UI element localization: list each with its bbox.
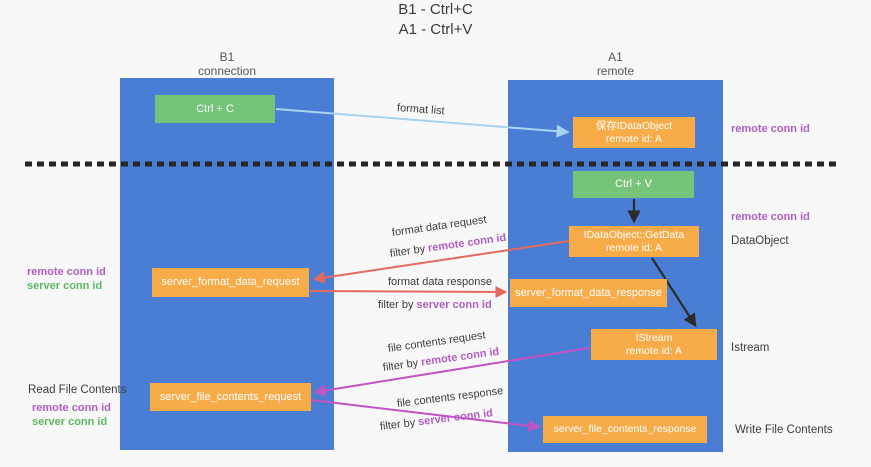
label-left-bottom-remote-conn-id: remote conn id [32, 402, 111, 414]
label-left-mid-server-conn-id: server conn id [27, 280, 103, 292]
label-file-contents-response: file contents response [396, 385, 504, 410]
filter-by-text: filter by [379, 416, 416, 433]
label-dataobject: DataObject [731, 235, 789, 247]
server-conn-id-text: server conn id [416, 299, 492, 311]
node-server-format-data-response: server_format_data_response [510, 279, 667, 307]
title-line-2: A1 - Ctrl+V [398, 21, 473, 38]
node-save-idataobject: 保存IDataObject remote id: A [573, 117, 695, 148]
lane-a1-name: A1 [608, 50, 623, 64]
label-format-data-response: format data response [388, 276, 492, 288]
node-server-file-contents-response: server_file_contents_response [543, 416, 707, 443]
label-read-file-contents: Read File Contents [28, 384, 127, 396]
label-left-bottom-server-conn-id: server conn id [32, 416, 108, 428]
node-istream-line1: IStream [635, 331, 673, 344]
title-line-1: B1 - Ctrl+C [398, 1, 473, 18]
lane-a1-role: remote [596, 64, 635, 78]
node-ctrl-v-label: Ctrl + V [615, 178, 652, 190]
node-idataobject-getdata: IDataObject::GetData remote id: A [569, 226, 699, 257]
label-write-file-contents: Write File Contents [735, 424, 833, 436]
remote-conn-id-text: remote conn id [420, 345, 501, 369]
node-idataobject-getdata-line2: remote id: A [605, 241, 663, 254]
node-server-format-data-request: server_format_data_request [152, 268, 309, 297]
format-data-response-arrow [309, 285, 508, 298]
label-remote-conn-id-mid: remote conn id [731, 211, 810, 223]
node-istream: IStream remote id: A [591, 329, 717, 360]
node-ctrl-c-label: Ctrl + C [196, 102, 234, 115]
remote-conn-id-text: remote conn id [427, 231, 508, 255]
lane-header-a1: A1 remote [508, 50, 723, 78]
diagram-title: B1 - Ctrl+C A1 - Ctrl+V [0, 0, 871, 40]
label-istream: Istream [731, 342, 770, 354]
node-server-file-contents-response-label: server_file_contents_response [553, 423, 697, 435]
node-server-file-contents-request-label: server_file_contents_request [159, 390, 302, 403]
lane-b1-role: connection [197, 64, 257, 78]
node-save-idataobject-line2: remote id: A [605, 132, 663, 145]
node-idataobject-getdata-line1: IDataObject::GetData [583, 228, 685, 241]
label-remote-conn-id-top: remote conn id [731, 123, 810, 135]
filter-by-text: filter by [382, 357, 419, 374]
node-server-format-data-request-label: server_format_data_request [161, 276, 300, 288]
node-save-idataobject-line1: 保存IDataObject [595, 119, 673, 132]
label-left-mid-remote-conn-id: remote conn id [27, 266, 106, 278]
node-ctrl-c: Ctrl + C [155, 95, 275, 123]
label-format-list: format list [396, 102, 445, 118]
lane-header-b1: B1 connection [120, 50, 334, 78]
server-conn-id-text: server conn id [417, 407, 494, 429]
filter-by-text: filter by [378, 299, 414, 311]
lane-b1-name: B1 [219, 50, 235, 64]
node-server-format-data-response-label: server_format_data_response [515, 286, 662, 299]
node-server-file-contents-request: server_file_contents_request [150, 383, 311, 411]
node-ctrl-v: Ctrl + V [573, 171, 694, 198]
filter-by-text: filter by [389, 243, 426, 260]
node-istream-line2: remote id: A [625, 344, 683, 357]
